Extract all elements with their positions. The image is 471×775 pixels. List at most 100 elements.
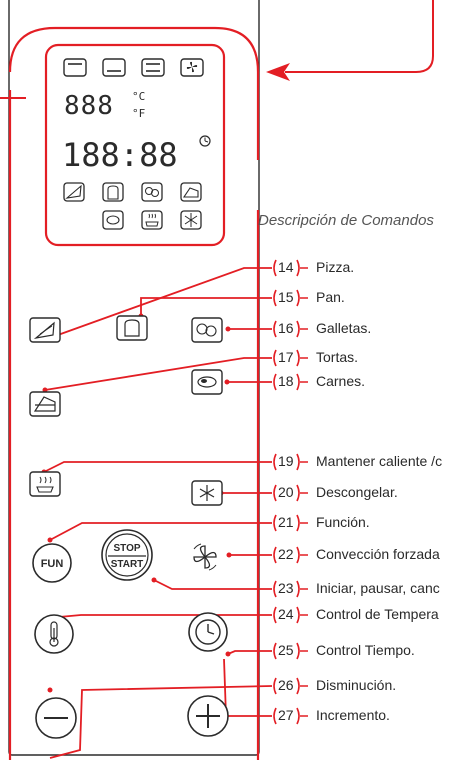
legend-bracket-close xyxy=(296,606,308,624)
convection-fan-button[interactable] xyxy=(190,542,220,572)
display-defrost-icon xyxy=(180,210,202,230)
legend-bracket-close xyxy=(296,373,308,391)
start-stop-button[interactable]: STOP START xyxy=(101,529,153,581)
leader-14 xyxy=(43,267,272,341)
legend-label: Función. xyxy=(316,514,370,530)
leader-19 xyxy=(43,461,272,473)
pizza-button[interactable] xyxy=(29,317,61,343)
legend-bracket-open xyxy=(273,514,277,532)
time-button[interactable] xyxy=(188,612,228,652)
legend xyxy=(273,259,308,725)
legend-label: Galletas. xyxy=(316,320,372,336)
meat-icon xyxy=(197,376,217,388)
fan-mode-icon xyxy=(180,58,204,77)
legend-bracket-open xyxy=(273,546,277,564)
legend-bracket-close xyxy=(296,259,308,277)
legend-label: Tortas. xyxy=(316,349,359,365)
legend-number: 25 xyxy=(278,642,294,658)
legend-bracket-close xyxy=(296,320,308,338)
stop-label: STOP xyxy=(113,543,140,554)
legend-bracket-open xyxy=(273,289,277,307)
legend-bracket-open xyxy=(273,642,277,660)
unit-fahrenheit: °F xyxy=(132,107,145,120)
display-bread-icon xyxy=(102,182,124,202)
time-digits: 188:88 xyxy=(62,136,178,174)
legend-label: Descongelar. xyxy=(316,484,398,500)
legend-number: 16 xyxy=(278,320,294,336)
meat-button[interactable] xyxy=(191,369,223,395)
legend-bracket-close xyxy=(296,349,308,367)
legend-bracket-open xyxy=(273,484,277,502)
legend-bracket-close xyxy=(296,484,308,502)
top-heat-icon xyxy=(63,58,87,77)
legend-label: Convección forzada xyxy=(316,546,440,562)
legend-bracket-open xyxy=(273,349,277,367)
legend-number: 24 xyxy=(278,606,294,622)
decrease-button[interactable] xyxy=(35,697,77,739)
leader-25 xyxy=(227,650,272,655)
legend-number: 26 xyxy=(278,677,294,693)
legend-bracket-close xyxy=(296,580,308,598)
caption: Descripción de Comandos xyxy=(258,212,434,229)
legend-label: Control Tiempo. xyxy=(316,642,415,658)
temperature-button[interactable] xyxy=(34,614,74,654)
fun-button[interactable]: FUN xyxy=(32,543,72,583)
clock-indicator-icon xyxy=(199,135,211,147)
legend-bracket-open xyxy=(273,259,277,277)
legend-label: Iniciar, pausar, canc xyxy=(316,580,440,596)
leader-lines xyxy=(43,267,273,759)
legend-bracket-close xyxy=(296,453,308,471)
legend-bracket-close xyxy=(296,289,308,307)
legend-bracket-close xyxy=(296,546,308,564)
unit-celsius: °C xyxy=(132,90,145,103)
display-keep-warm-icon xyxy=(141,210,163,230)
defrost-button[interactable] xyxy=(191,480,223,506)
clock-icon xyxy=(195,619,221,645)
legend-bracket-open xyxy=(273,677,277,695)
legend-number: 15 xyxy=(278,289,294,305)
thermometer-icon xyxy=(49,621,59,647)
cookies-button[interactable] xyxy=(191,317,223,343)
snowflake-icon xyxy=(199,485,215,501)
legend-number: 17 xyxy=(278,349,294,365)
legend-bracket-open xyxy=(273,606,277,624)
pointer-line xyxy=(285,0,434,73)
bread-button[interactable] xyxy=(116,315,148,341)
legend-bracket-open xyxy=(273,707,277,725)
legend-label: Disminución. xyxy=(316,677,397,693)
top-bottom-heat-icon xyxy=(141,58,165,77)
legend-number: 20 xyxy=(278,484,294,500)
legend-bracket-close xyxy=(296,514,308,532)
legend-bracket-open xyxy=(273,373,277,391)
pointer-arrowhead xyxy=(266,63,290,81)
increase-button[interactable] xyxy=(187,695,229,737)
legend-bracket-open xyxy=(273,453,277,471)
pizza-icon xyxy=(39,325,53,335)
legend-label: Carnes. xyxy=(316,373,366,389)
cake-icon xyxy=(33,396,56,412)
legend-label: Pizza. xyxy=(316,259,355,275)
legend-number: 18 xyxy=(278,373,294,389)
legend-bracket-close xyxy=(296,642,308,660)
display-pizza-icon xyxy=(63,182,85,202)
legend-bracket-open xyxy=(273,580,277,598)
legend-number: 21 xyxy=(278,514,294,530)
legend-label: Pan. xyxy=(316,289,345,305)
legend-bracket-open xyxy=(273,320,277,338)
legend-label: Mantener caliente /c xyxy=(316,453,443,469)
leader-23 xyxy=(153,579,272,590)
legend-number: 19 xyxy=(278,453,294,469)
legend-label: Incremento. xyxy=(316,707,390,723)
keep-warm-button[interactable] xyxy=(29,471,61,497)
cake-button[interactable] xyxy=(29,391,61,417)
bread-icon xyxy=(124,319,140,337)
legend-number: 23 xyxy=(278,580,294,596)
display-frame xyxy=(44,43,226,247)
leader-15 xyxy=(140,297,272,316)
bottom-heat-icon xyxy=(102,58,126,77)
display-cookies-icon xyxy=(141,182,163,202)
display-cake-icon xyxy=(180,182,202,202)
leader-24 xyxy=(47,614,272,619)
